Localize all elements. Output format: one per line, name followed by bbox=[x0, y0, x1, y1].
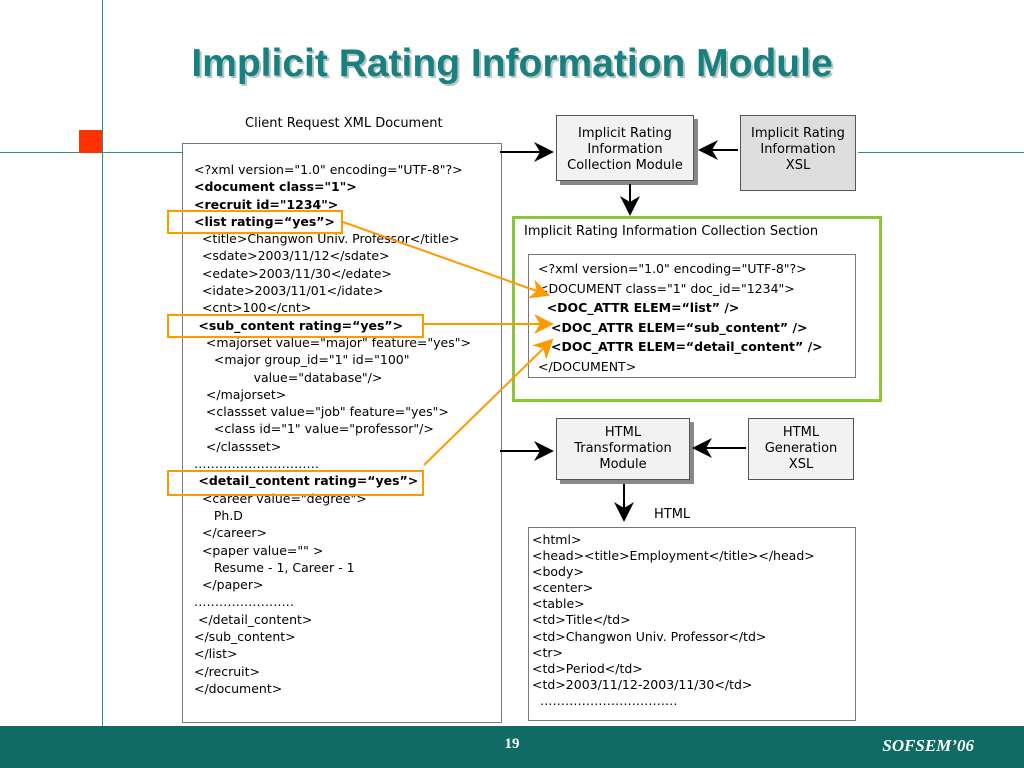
html-transform-label: HTML Transformation Module bbox=[574, 425, 672, 472]
conference-label: SOFSEM’06 bbox=[882, 736, 974, 755]
code-line: </detail_content> bbox=[194, 611, 313, 627]
code-line: <recruit id="1234"> bbox=[194, 196, 339, 212]
code-line: <td>Title</td> bbox=[532, 612, 631, 628]
client-doc-caption: Client Request XML Document bbox=[245, 116, 443, 131]
info-xsl-label: Implicit Rating Information XSL bbox=[751, 126, 845, 173]
collection-module-label: Implicit Rating Information Collection M… bbox=[567, 126, 683, 173]
code-line: ………………………… bbox=[194, 456, 319, 472]
slide-vertical-rule bbox=[102, 0, 103, 726]
collection-module-box: Implicit Rating Information Collection M… bbox=[556, 115, 694, 181]
html-output-code: <html><head><title>Employment</title></h… bbox=[532, 532, 815, 709]
code-line: <center> bbox=[532, 580, 594, 596]
code-line: </career> bbox=[194, 525, 268, 541]
code-line: …………………………… bbox=[532, 692, 678, 708]
page-number: 19 bbox=[504, 736, 520, 752]
html-output-caption: HTML bbox=[654, 507, 691, 522]
code-line: Ph.D bbox=[194, 507, 243, 523]
code-line: <class id="1" value="professor"/> bbox=[194, 421, 434, 437]
accent-square bbox=[79, 130, 102, 153]
highlight-detail-content-rating bbox=[167, 470, 424, 496]
slide-horizontal-rule-mid bbox=[102, 152, 182, 153]
code-line: <tr> bbox=[532, 644, 563, 660]
html-gen-xsl-box: HTML Generation XSL bbox=[748, 418, 854, 480]
info-xsl-box: Implicit Rating Information XSL bbox=[740, 115, 856, 191]
code-line: </DOCUMENT> bbox=[538, 358, 637, 374]
code-line: <td>2003/11/12-2003/11/30</td> bbox=[532, 676, 753, 692]
code-line: <DOC_ATTR ELEM=“detail_content” /> bbox=[538, 339, 823, 354]
slide-horizontal-rule-left bbox=[0, 152, 79, 153]
code-line: <classset value="job" feature="yes"> bbox=[194, 404, 449, 420]
code-line: <document class="1"> bbox=[194, 179, 357, 195]
code-line: </document> bbox=[194, 680, 283, 696]
code-line: <head><title>Employment</title></head> bbox=[532, 548, 815, 564]
code-line: <table> bbox=[532, 596, 585, 612]
client-doc-box bbox=[182, 143, 502, 723]
collection-section-box bbox=[528, 254, 856, 378]
code-line: <sub_content rating=“yes”> bbox=[194, 317, 404, 333]
code-line: </classset> bbox=[194, 438, 282, 454]
code-line: </majorset> bbox=[194, 386, 287, 402]
slide-horizontal-rule-right bbox=[858, 152, 1024, 153]
code-line: <DOC_ATTR ELEM=“sub_content” /> bbox=[538, 319, 808, 335]
code-line: <cnt>100</cnt> bbox=[194, 300, 312, 316]
code-line: <td>Period</td> bbox=[532, 660, 643, 676]
arrow-list-to-attr bbox=[342, 221, 550, 299]
code-line: <?xml version="1.0" encoding="UTF-8"?> bbox=[538, 261, 807, 276]
code-line: <edate>2003/11/30</edate> bbox=[194, 265, 392, 281]
code-line: …………………… bbox=[194, 594, 294, 610]
code-line: <DOCUMENT class="1" doc_id="1234"> bbox=[538, 280, 795, 296]
code-line: Resume - 1, Career - 1 bbox=[194, 559, 355, 575]
highlight-list-rating bbox=[167, 210, 343, 234]
code-line: value="database"/> bbox=[194, 369, 383, 385]
code-line: <paper value="" > bbox=[194, 542, 324, 558]
code-line: <html> bbox=[532, 532, 582, 547]
code-line: </list> bbox=[194, 646, 238, 662]
html-transform-box: HTML Transformation Module bbox=[556, 418, 690, 480]
arrow-detail-to-attr bbox=[423, 338, 554, 466]
code-line: <majorset value="major" feature="yes"> bbox=[194, 334, 471, 350]
code-line: <body> bbox=[532, 564, 584, 580]
collection-section-code: <?xml version="1.0" encoding="UTF-8"?> <D… bbox=[538, 259, 823, 376]
collection-section-frame bbox=[512, 216, 882, 402]
code-line: <DOC_ATTR ELEM=“list” /> bbox=[538, 300, 740, 315]
code-line: <td>Changwon Univ. Professor</td> bbox=[532, 628, 767, 644]
slide-title: Implicit Rating Information Module bbox=[191, 42, 833, 85]
code-line: </paper> bbox=[194, 577, 264, 593]
highlight-sub-content-rating bbox=[167, 314, 424, 338]
html-gen-xsl-label: HTML Generation XSL bbox=[764, 425, 838, 472]
code-line: <idate>2003/11/01</idate> bbox=[194, 283, 384, 299]
html-output-box bbox=[528, 527, 856, 721]
code-line: </sub_content> bbox=[194, 629, 296, 645]
code-line: <detail_content rating=“yes”> bbox=[194, 473, 419, 489]
code-line: <list rating=“yes”> bbox=[194, 213, 335, 229]
code-line: <major group_id="1" id="100" bbox=[194, 352, 410, 368]
collection-section-caption: Implicit Rating Information Collection S… bbox=[524, 224, 819, 239]
code-line: <sdate>2003/11/12</sdate> bbox=[194, 248, 390, 264]
code-line: <?xml version="1.0" encoding="UTF-8"?> bbox=[194, 162, 463, 177]
code-line: </recruit> bbox=[194, 663, 261, 679]
footer-bar: 19 SOFSEM’06 bbox=[0, 726, 1024, 768]
